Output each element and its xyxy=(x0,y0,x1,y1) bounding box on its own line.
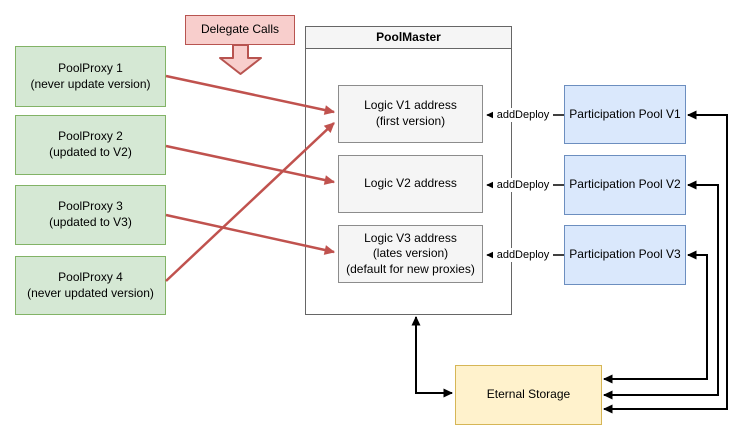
poolproxy-1-title: PoolProxy 1 xyxy=(58,60,123,75)
adddeploy-label-v2: addDeploy xyxy=(493,178,553,192)
delegate-calls-label: Delegate Calls xyxy=(200,22,280,37)
delegate-calls-box: Delegate Calls xyxy=(185,15,295,45)
poolproxy-3-title: PoolProxy 3 xyxy=(58,199,123,214)
logic-v2-box: Logic V2 address xyxy=(338,155,483,213)
logic-v3-line1: Logic V3 address xyxy=(364,230,457,245)
logic-v1-box: Logic V1 address (first version) xyxy=(338,85,483,143)
poolproxy-2-box: PoolProxy 2 (updated to V2) xyxy=(15,115,166,175)
participation-pool-v3-label: Participation Pool V3 xyxy=(569,247,681,262)
poolmaster-title: PoolMaster xyxy=(376,29,441,44)
arrow-pool-v2-eternal-storage xyxy=(603,180,719,400)
arrow-poolmaster-eternal-storage xyxy=(411,316,453,398)
adddeploy-label-v1: addDeploy xyxy=(493,108,553,122)
participation-pool-v1-box: Participation Pool V1 xyxy=(564,85,686,144)
logic-v1-line1: Logic V1 address xyxy=(364,98,457,113)
eternal-storage-label: Eternal Storage xyxy=(486,387,571,402)
logic-v1-line2: (first version) xyxy=(375,114,446,128)
delegate-calls-fat-arrow-icon xyxy=(219,44,262,75)
poolmaster-header: PoolMaster xyxy=(306,27,511,49)
participation-pool-v1-label: Participation Pool V1 xyxy=(569,106,681,121)
adddeploy-label-v3: addDeploy xyxy=(493,248,553,262)
participation-pool-v2-box: Participation Pool V2 xyxy=(564,155,686,215)
logic-v3-line2: (lates version) xyxy=(372,246,449,261)
participation-pool-v3-box: Participation Pool V3 xyxy=(564,225,686,285)
logic-v3-box: Logic V3 address (lates version) (defaul… xyxy=(338,225,483,283)
poolproxy-3-box: PoolProxy 3 (updated to V3) xyxy=(15,185,166,245)
poolproxy-4-title: PoolProxy 4 xyxy=(58,269,123,284)
participation-pool-v2-label: Participation Pool V2 xyxy=(569,177,681,192)
eternal-storage-box: Eternal Storage xyxy=(455,365,602,425)
poolproxy-4-box: PoolProxy 4 (never updated version) xyxy=(15,256,166,315)
logic-v3-line3: (default for new proxies) xyxy=(346,261,475,276)
poolproxy-3-subtitle: (updated to V3) xyxy=(49,215,132,229)
poolproxy-4-subtitle: (never updated version) xyxy=(27,285,154,300)
logic-v2-line1: Logic V2 address xyxy=(364,176,457,191)
poolproxy-2-subtitle: (updated to V2) xyxy=(49,145,132,159)
poolproxy-1-box: PoolProxy 1 (never update version) xyxy=(15,46,166,107)
poolproxy-1-subtitle: (never update version) xyxy=(30,76,151,91)
poolproxy-2-title: PoolProxy 2 xyxy=(58,129,123,144)
